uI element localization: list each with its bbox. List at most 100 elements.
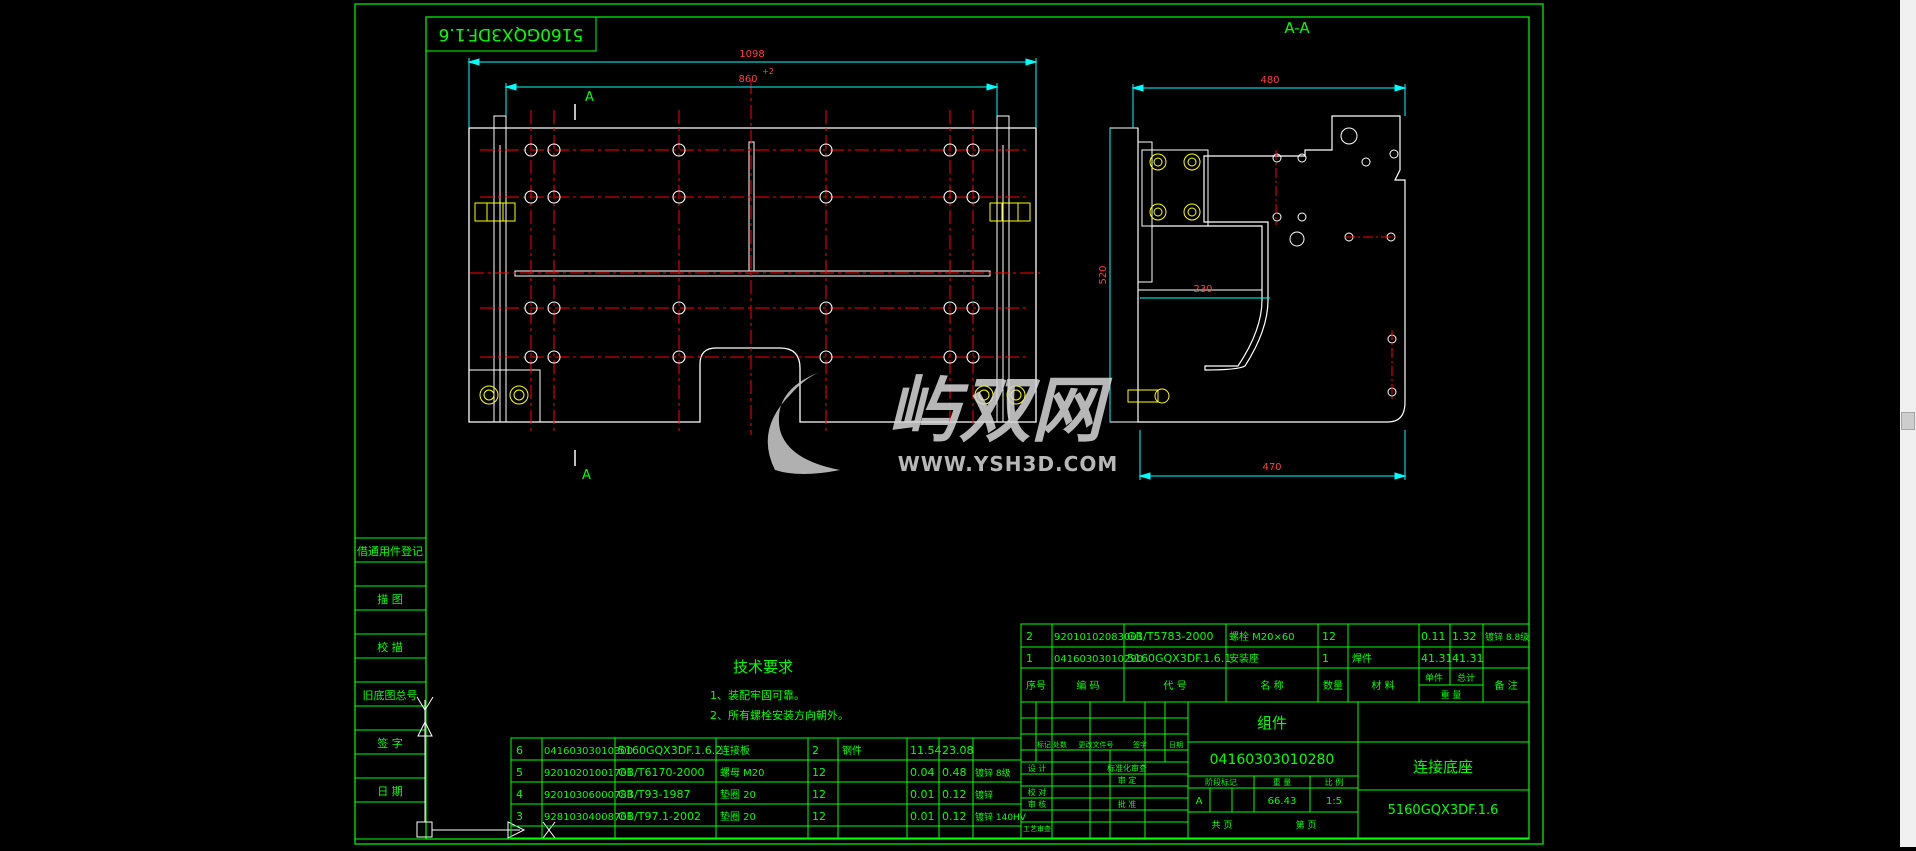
left-col-1: 描 图 (377, 592, 403, 606)
bom-lower-code: 92010201001701 (544, 768, 633, 779)
bom-lower-name: 垫圈 20 (720, 788, 756, 801)
bom-header-single: 单件 (1425, 672, 1443, 684)
bom-upper-code: 04160303010290 (1054, 654, 1143, 665)
tb-drawing: 5160GQX3DF.1.6 (1388, 803, 1499, 818)
outer-frame (354, 3, 1544, 845)
tb-check: 校 对 (1028, 787, 1047, 797)
left-col-3: 旧底图总号 (363, 688, 418, 702)
tb-sheet-total: 共 页 (1212, 820, 1233, 831)
dim-side-width: 480 (1260, 75, 1279, 86)
scroll-thumb[interactable] (1901, 412, 1915, 430)
bom-header-qty: 数量 (1323, 679, 1343, 692)
bom-lower-total: 0.12 (942, 788, 967, 801)
title-block-text: 组件 04160303010280 连接底座 5160GQX3DF.1.6 阶段… (1023, 714, 1498, 833)
drawing-number-box: 5160GQX3DF.1.6 (425, 16, 597, 52)
left-col-5: 日 期 (377, 785, 403, 798)
front-view: 1098 860 +2 A A (467, 49, 1040, 483)
tb-date: 日期 (1169, 741, 1183, 749)
bom-lower-name: 连接板 (720, 744, 750, 757)
section-view: A-A (1098, 19, 1407, 480)
bom-lower-note: 镀锌 140HV (975, 811, 1027, 823)
bom-lower-qty: 12 (812, 788, 826, 801)
bom-lower-note: 镀锌 (975, 789, 993, 801)
tech-item-2: 2、所有螺栓安装方向朝外。 (710, 708, 849, 722)
bom-header-note: 备 注 (1494, 679, 1517, 692)
tech-requirements: 技术要求 1、装配牢固可靠。 2、所有螺栓安装方向朝外。 (710, 658, 849, 722)
tb-stage: A (1196, 796, 1203, 807)
bom-header-weight: 重 量 (1441, 689, 1462, 701)
bom-lower-no: 5 (516, 766, 523, 779)
bom-upper-text: 2 92010102083001 GB/T5783-2000 螺栓 M20×60… (1026, 630, 1529, 701)
bom-header-spec: 代 号 (1163, 680, 1186, 692)
vertical-scrollbar[interactable] (1900, 0, 1916, 847)
bom-upper-code: 92010102083001 (1054, 632, 1143, 643)
dim-side-offset: 230 (1193, 284, 1212, 295)
bom-lower-unit: 0.01 (910, 810, 935, 823)
tb-weight-label: 重 量 (1273, 777, 1292, 787)
cut-marker-bottom: A (582, 468, 591, 483)
tb-audit: 审 核 (1028, 799, 1047, 809)
bom-upper-qty: 12 (1322, 630, 1336, 643)
tb-count: 处数 (1053, 740, 1067, 749)
bom-lower-spec: GB/T6170-2000 (618, 766, 704, 779)
tb-stage-label: 阶段标记 (1205, 777, 1237, 787)
watermark-brand: 屿双网 (887, 368, 1113, 452)
bom-upper-qty: 1 (1322, 652, 1329, 665)
tb-design: 设 计 (1028, 763, 1047, 773)
bom-lower-qty: 12 (812, 810, 826, 823)
dim-front-overall: 1098 (739, 49, 764, 60)
bom-upper-total: 41.31 (1452, 652, 1484, 665)
bom-upper-spec: GB/T5783-2000 (1127, 630, 1213, 643)
bom-lower-qty: 12 (812, 766, 826, 779)
bom-upper-name: 螺栓 M20×60 (1229, 630, 1295, 643)
bom-lower-no: 3 (516, 810, 523, 823)
tb-mark: 标记 (1037, 740, 1051, 749)
tb-weight: 66.43 (1268, 796, 1297, 807)
bom-lower-material: 钢件 (842, 744, 862, 757)
bom-lower-code: 92810304008701 (544, 812, 633, 823)
tb-process: 工艺审查 (1023, 824, 1051, 833)
bom-lower-unit: 11.54 (910, 744, 942, 757)
ucs-icon (416, 696, 556, 839)
tb-std-review: 标准化审查 (1107, 763, 1147, 773)
bom-lower-spec: 5160GQX3DF.1.6.2 (618, 744, 722, 757)
tb-number: 04160303010280 (1210, 752, 1335, 768)
bom-upper-no: 1 (1026, 652, 1033, 665)
bom-lower-code: 92010306000783 (544, 790, 633, 801)
tb-name: 连接底座 (1413, 758, 1473, 776)
tb-sign: 签字 (1133, 740, 1147, 749)
bom-upper-unit: 0.11 (1421, 630, 1446, 643)
bom-lower-text: 6 04160303010300 5160GQX3DF.1.6.2 连接板 2 … (516, 744, 1027, 823)
watermark-url: WWW.YSH3D.COM (898, 452, 1118, 476)
bom-lower-name: 螺母 M20 (720, 767, 765, 779)
bom-upper-material: 焊件 (1352, 653, 1372, 665)
bom-header-name: 名 称 (1260, 679, 1283, 692)
tb-scale-label: 比 例 (1325, 777, 1344, 787)
tb-review: 审 定 (1118, 775, 1137, 785)
dim-front-inner-tol: +2 (762, 67, 774, 76)
bom-lower-total: 0.12 (942, 810, 967, 823)
left-col-0: 借通用件登记 (357, 544, 423, 558)
bom-upper-total: 1.32 (1452, 630, 1477, 643)
bom-lower-total: 23.08 (942, 744, 974, 757)
bom-upper-no: 2 (1026, 630, 1033, 643)
drawing-number-text: 5160GQX3DF.1.6 (439, 24, 584, 44)
bom-header-total: 总计 (1457, 672, 1475, 684)
tb-scale: 1:5 (1326, 796, 1342, 807)
section-label: A-A (1284, 19, 1310, 37)
tb-approve: 批 准 (1118, 799, 1137, 809)
dim-side-bottom: 470 (1262, 462, 1281, 473)
bom-header-code: 编 码 (1076, 679, 1099, 692)
bom-header-material: 材 料 (1371, 679, 1394, 692)
bom-upper-spec: 5160GQX3DF.1.6.1 (1127, 652, 1231, 665)
dim-front-inner: 860 (738, 74, 757, 85)
bom-lower-code: 04160303010300 (544, 746, 633, 757)
bom-lower-total: 0.48 (942, 766, 967, 779)
bom-lower-note: 镀锌 8级 (975, 767, 1011, 779)
bom-upper-unit: 41.31 (1421, 652, 1453, 665)
bom-upper-name: 安装座 (1229, 652, 1259, 665)
title-block (1020, 701, 1530, 839)
left-registration-column: 借通用件登记 描 图 校 描 旧底图总号 签 字 日 期 (354, 537, 427, 840)
